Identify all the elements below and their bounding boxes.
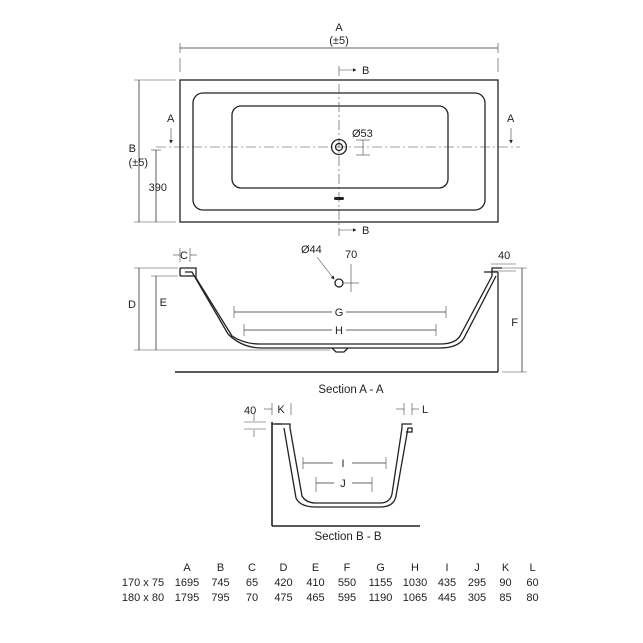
table-header-cell: D [279, 561, 288, 574]
table-header-cell: B [216, 561, 225, 574]
plan-view: A (±5) Ø53 B B A A B (±5) [129, 22, 520, 237]
section-b-tub-outer [276, 423, 412, 504]
label-h: H [335, 325, 343, 337]
label-c: C [180, 250, 188, 262]
table-cell: 170 x 75 [121, 576, 165, 589]
table-row: 180 x 80 1795 795 70 475 465 595 1190 10… [116, 590, 546, 605]
section-a-a: C Ø44 70 40 D E F [128, 244, 527, 396]
table-cell: 1695 [174, 576, 200, 589]
table-cell: 65 [245, 576, 259, 589]
table-cell: 90 [499, 576, 512, 589]
label-d: D [128, 299, 136, 311]
table-header-cell: K [501, 561, 510, 574]
table-header-cell [116, 560, 170, 575]
label-g: G [335, 307, 344, 319]
label-e: E [160, 297, 167, 309]
table-cell: 180 x 80 [121, 591, 165, 604]
label-section-a-left: A [167, 113, 175, 125]
table-header-cell: I [445, 561, 449, 574]
label-section-b-bottom: B [362, 225, 369, 237]
table-cell: 1795 [174, 591, 200, 604]
label-40-right: 40 [498, 250, 510, 262]
table-header-cell: C [248, 561, 256, 574]
label-section-a-right: A [507, 113, 515, 125]
table-header-cell: L [529, 561, 536, 574]
section-b-tub-inner [283, 427, 413, 508]
label-j: J [340, 478, 346, 490]
table-cell: 475 [274, 591, 293, 604]
label-40-left: 40 [244, 405, 256, 417]
label-70: 70 [345, 249, 357, 261]
bath-technical-drawing: A (±5) Ø53 B B A A B (±5) [128, 22, 527, 543]
label-waste-diameter: Ø53 [352, 128, 373, 140]
table-cell: 550 [337, 576, 357, 589]
table-row: 170 x 75 1695 745 65 420 410 550 1155 10… [116, 575, 546, 590]
label-b-tolerance: (±5) [129, 157, 148, 169]
table-cell: 60 [526, 576, 539, 589]
table-cell: 80 [526, 591, 539, 604]
table-header-cell: E [311, 561, 320, 574]
table-cell: 445 [437, 591, 457, 604]
section-a-tub-outer [180, 267, 502, 345]
table-header-cell: H [411, 561, 419, 574]
label-390: 390 [149, 182, 167, 194]
dimensions-table: A B C D E F G H I J K L 170 x 75 1695 74… [116, 560, 546, 605]
overflow-slot [334, 197, 344, 200]
table-header-row: A B C D E F G H I J K L [116, 560, 546, 575]
table-cell: 1065 [402, 591, 428, 604]
table-header-cell: A [183, 561, 191, 574]
table-header-cell: F [343, 561, 351, 574]
table-cell: 465 [306, 591, 325, 604]
table-cell: 70 [245, 591, 259, 604]
table-cell: 85 [499, 591, 512, 604]
table-header-cell: G [376, 561, 385, 574]
table-cell: 1190 [368, 591, 393, 604]
section-a-tub-inner [185, 271, 497, 349]
table-header-cell: J [474, 561, 480, 574]
table-cell: 795 [211, 591, 230, 604]
label-a: A [335, 22, 343, 34]
label-section-b-top: B [362, 65, 369, 77]
section-b-b: 40 K L I J Section B - B [244, 403, 428, 543]
label-f: F [511, 317, 518, 329]
label-overflow-diameter: Ø44 [301, 244, 322, 256]
label-k: K [277, 404, 285, 416]
waste-outlet [330, 138, 348, 156]
table-cell: 1155 [368, 576, 393, 589]
table-cell: 595 [337, 591, 357, 604]
label-a-tolerance: (±5) [329, 35, 348, 47]
table-cell: 435 [437, 576, 457, 589]
label-l: L [422, 404, 428, 416]
table-cell: 295 [467, 576, 487, 589]
label-b: B [129, 143, 136, 155]
table-cell: 410 [306, 576, 325, 589]
section-a-a-title: Section A - A [318, 384, 384, 396]
table-cell: 745 [211, 576, 230, 589]
table-cell: 305 [467, 591, 487, 604]
overflow-hole [334, 278, 344, 288]
table-cell: 1030 [402, 576, 428, 589]
table-cell: 420 [274, 576, 293, 589]
section-b-b-title: Section B - B [314, 531, 381, 543]
label-i: I [341, 458, 344, 470]
